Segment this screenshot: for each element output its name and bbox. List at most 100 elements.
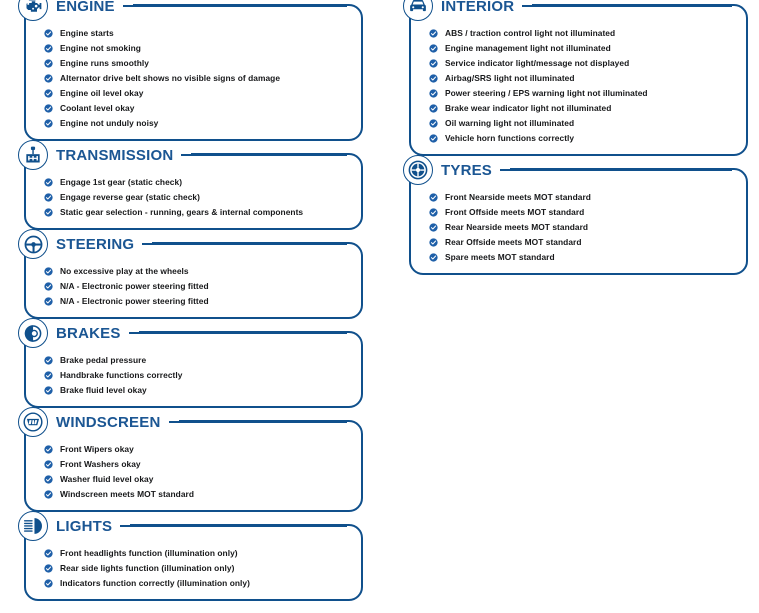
checklist-item[interactable]: Windscreen meets MOT standard (44, 487, 351, 502)
checklist-item[interactable]: Coolant level okay (44, 101, 351, 116)
checklist-item[interactable]: Front headlights function (illumination … (44, 546, 351, 561)
checklist-item[interactable]: Power steering / EPS warning light not i… (429, 86, 736, 101)
section-card-brakes: Brake pedal pressure Handbrake functions… (24, 331, 363, 408)
checklist-item-label: Airbag/SRS light not illuminated (445, 73, 575, 84)
left-column: Engine starts Engine not smoking Engine … (18, 0, 363, 613)
section-card-tyres: Front Nearside meets MOT standard Front … (409, 168, 748, 275)
checklist-item[interactable]: Engage 1st gear (static check) (44, 175, 351, 190)
checklist-item[interactable]: Engine management light not illuminated (429, 41, 736, 56)
checklist-item-label: Engine oil level okay (60, 88, 144, 99)
right-column: ABS / traction control light not illumin… (403, 0, 748, 287)
checklist-item-label: Indicators function correctly (illuminat… (60, 578, 250, 589)
checklist-transmission: Engage 1st gear (static check) Engage re… (44, 175, 351, 220)
checklist-item-label: ABS / traction control light not illumin… (445, 28, 616, 39)
checklist-item-label: Brake fluid level okay (60, 385, 147, 396)
checklist-item[interactable]: Front Washers okay (44, 457, 351, 472)
checklist-windscreen: Front Wipers okay Front Washers okay Was… (44, 442, 351, 502)
check-circle-icon (44, 208, 53, 217)
check-circle-icon (429, 134, 438, 143)
checklist-item[interactable]: N/A - Electronic power steering fitted (44, 279, 351, 294)
checklist-item[interactable]: Brake wear indicator light not illuminat… (429, 101, 736, 116)
checklist-item-label: Engine not unduly noisy (60, 118, 159, 129)
header-rule (500, 169, 732, 171)
checklist-item[interactable]: Indicators function correctly (illuminat… (44, 576, 351, 591)
header-rule (128, 332, 347, 334)
checklist-item[interactable]: Airbag/SRS light not illuminated (429, 71, 736, 86)
checklist-item-label: Engage reverse gear (static check) (60, 192, 200, 203)
section-brakes: Brake pedal pressure Handbrake functions… (18, 318, 363, 408)
checklist-item[interactable]: Rear Offside meets MOT standard (429, 235, 736, 250)
checklist-item-label: Front Wipers okay (60, 444, 134, 455)
checklist-item[interactable]: Handbrake functions correctly (44, 368, 351, 383)
checklist-item[interactable]: Engine not smoking (44, 41, 351, 56)
check-circle-icon (44, 549, 53, 558)
checklist-item[interactable]: Front Wipers okay (44, 442, 351, 457)
checklist-item[interactable]: Vehicle horn functions correctly (429, 131, 736, 146)
checklist-item[interactable]: ABS / traction control light not illumin… (429, 26, 736, 41)
section-card-windscreen: Front Wipers okay Front Washers okay Was… (24, 420, 363, 512)
header-rule (181, 154, 347, 156)
inspection-checklist-board: Engine starts Engine not smoking Engine … (18, 0, 748, 601)
check-circle-icon (429, 238, 438, 247)
check-circle-icon (44, 475, 53, 484)
section-engine: Engine starts Engine not smoking Engine … (18, 0, 363, 141)
checklist-item[interactable]: Spare meets MOT standard (429, 250, 736, 265)
check-circle-icon (44, 445, 53, 454)
card-top-gap (32, 420, 179, 425)
card-top-gap (32, 153, 192, 158)
checklist-item-label: Oil warning light not illuminated (445, 118, 575, 129)
section-card-steering: No excessive play at the wheels N/A - El… (24, 242, 363, 319)
card-top-gap (32, 242, 153, 247)
checklist-steering: No excessive play at the wheels N/A - El… (44, 264, 351, 309)
checklist-item[interactable]: No excessive play at the wheels (44, 264, 351, 279)
checklist-item[interactable]: Brake fluid level okay (44, 383, 351, 398)
checklist-item[interactable]: Service indicator light/message not disp… (429, 56, 736, 71)
checklist-item-label: Coolant level okay (60, 103, 135, 114)
check-circle-icon (44, 297, 53, 306)
checklist-item[interactable]: Engine oil level okay (44, 86, 351, 101)
checklist-item[interactable]: Engine starts (44, 26, 351, 41)
checklist-item[interactable]: Washer fluid level okay (44, 472, 351, 487)
header-rule (168, 421, 347, 423)
checklist-item[interactable]: N/A - Electronic power steering fitted (44, 294, 351, 309)
check-circle-icon (44, 44, 53, 53)
checklist-item[interactable]: Engine not unduly noisy (44, 116, 351, 131)
checklist-item-label: Windscreen meets MOT standard (60, 489, 195, 500)
checklist-item[interactable]: Front Offside meets MOT standard (429, 205, 736, 220)
checklist-item-label: Service indicator light/message not disp… (445, 58, 630, 69)
checklist-item-label: Brake wear indicator light not illuminat… (445, 103, 612, 114)
checklist-item[interactable]: Oil warning light not illuminated (429, 116, 736, 131)
card-top-gap (417, 4, 533, 9)
checklist-item-label: N/A - Electronic power steering fitted (60, 296, 209, 307)
checklist-item-label: Rear Nearside meets MOT standard (445, 222, 589, 233)
checklist-item-label: N/A - Electronic power steering fitted (60, 281, 209, 292)
check-circle-icon (44, 74, 53, 83)
section-card-lights: Front headlights function (illumination … (24, 524, 363, 601)
checklist-item-label: Rear side lights function (illumination … (60, 563, 235, 574)
check-circle-icon (429, 223, 438, 232)
check-circle-icon (429, 253, 438, 262)
checklist-engine: Engine starts Engine not smoking Engine … (44, 26, 351, 131)
checklist-item[interactable]: Front Nearside meets MOT standard (429, 190, 736, 205)
checklist-item-label: Handbrake functions correctly (60, 370, 183, 381)
checklist-item[interactable]: Static gear selection - running, gears &… (44, 205, 351, 220)
section-windscreen: Front Wipers okay Front Washers okay Was… (18, 407, 363, 512)
checklist-item[interactable]: Alternator drive belt shows no visible s… (44, 71, 351, 86)
check-circle-icon (44, 59, 53, 68)
check-circle-icon (44, 371, 53, 380)
checklist-item-label: No excessive play at the wheels (60, 266, 189, 277)
card-top-gap (32, 4, 133, 9)
checklist-item-label: Static gear selection - running, gears &… (60, 207, 304, 218)
checklist-item[interactable]: Brake pedal pressure (44, 353, 351, 368)
checklist-item-label: Power steering / EPS warning light not i… (445, 88, 648, 99)
check-circle-icon (44, 89, 53, 98)
card-top-gap (417, 168, 511, 173)
checklist-item[interactable]: Rear Nearside meets MOT standard (429, 220, 736, 235)
check-circle-icon (44, 29, 53, 38)
checklist-item[interactable]: Engage reverse gear (static check) (44, 190, 351, 205)
checklist-brakes: Brake pedal pressure Handbrake functions… (44, 353, 351, 398)
checklist-item[interactable]: Engine runs smoothly (44, 56, 351, 71)
check-circle-icon (44, 178, 53, 187)
checklist-item-label: Washer fluid level okay (60, 474, 154, 485)
section-steering: No excessive play at the wheels N/A - El… (18, 229, 363, 319)
